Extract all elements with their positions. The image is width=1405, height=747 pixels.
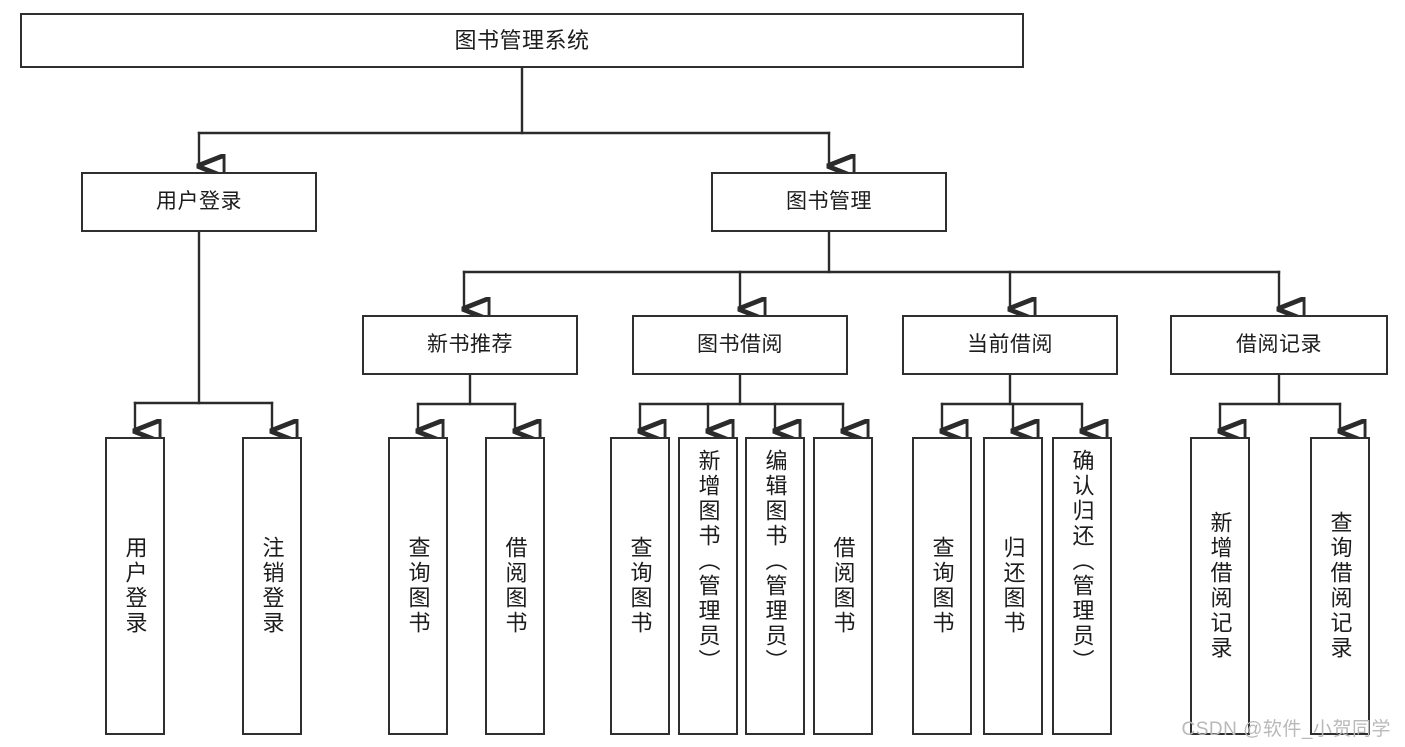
node-new-book-recommend-label: 新书推荐 [427,332,513,356]
node-leaf-confirm-return-label: 确认归还（管理员） [1069,449,1095,674]
node-leaf-add-book-label: 新增图书（管理员） [695,449,721,674]
node-leaf-borrow-book-br-label: 借阅图书 [830,536,856,636]
node-current-borrow-label: 当前借阅 [967,332,1053,356]
node-leaf-edit-book-label: 编辑图书（管理员） [762,449,788,674]
node-user-login[interactable]: 用户登录 [81,172,317,232]
node-leaf-confirm-return[interactable]: 确认归还（管理员） [1052,437,1112,735]
node-leaf-query-book-br[interactable]: 查询图书 [610,437,670,735]
node-root-label: 图书管理系统 [454,27,590,53]
node-leaf-query-record[interactable]: 查询借阅记录 [1310,437,1370,735]
node-leaf-query-book-br-label: 查询图书 [627,536,653,636]
node-book-borrow-label: 图书借阅 [697,332,783,356]
node-leaf-borrow-book-new-label: 借阅图书 [502,536,528,636]
node-book-manage-label: 图书管理 [786,189,872,213]
node-leaf-query-book-cb-label: 查询图书 [929,536,955,636]
node-leaf-logout-login[interactable]: 注销登录 [242,437,302,735]
node-user-login-label: 用户登录 [156,189,242,213]
node-leaf-edit-book[interactable]: 编辑图书（管理员） [745,437,805,735]
node-leaf-return-book-label: 归还图书 [1000,536,1026,636]
node-leaf-user-login[interactable]: 用户登录 [105,437,165,735]
node-borrow-record[interactable]: 借阅记录 [1170,315,1388,375]
node-book-manage[interactable]: 图书管理 [711,172,947,232]
node-leaf-user-login-label: 用户登录 [122,536,148,636]
node-leaf-add-record-label: 新增借阅记录 [1207,511,1233,661]
node-leaf-logout-login-label: 注销登录 [259,536,285,636]
node-leaf-query-book-new[interactable]: 查询图书 [388,437,448,735]
node-borrow-record-label: 借阅记录 [1236,332,1322,356]
node-leaf-borrow-book-br[interactable]: 借阅图书 [813,437,873,735]
node-current-borrow[interactable]: 当前借阅 [902,315,1118,375]
node-new-book-recommend[interactable]: 新书推荐 [362,315,578,375]
node-book-borrow[interactable]: 图书借阅 [632,315,848,375]
node-leaf-borrow-book-new[interactable]: 借阅图书 [485,437,545,735]
node-leaf-return-book[interactable]: 归还图书 [983,437,1043,735]
node-root[interactable]: 图书管理系统 [20,13,1024,68]
node-leaf-query-book-cb[interactable]: 查询图书 [912,437,972,735]
node-leaf-query-record-label: 查询借阅记录 [1327,511,1353,661]
node-leaf-add-record[interactable]: 新增借阅记录 [1190,437,1250,735]
node-leaf-add-book[interactable]: 新增图书（管理员） [678,437,738,735]
node-leaf-query-book-new-label: 查询图书 [405,536,431,636]
csdn-watermark: CSDN @软件_小贺同学 [1181,719,1391,740]
